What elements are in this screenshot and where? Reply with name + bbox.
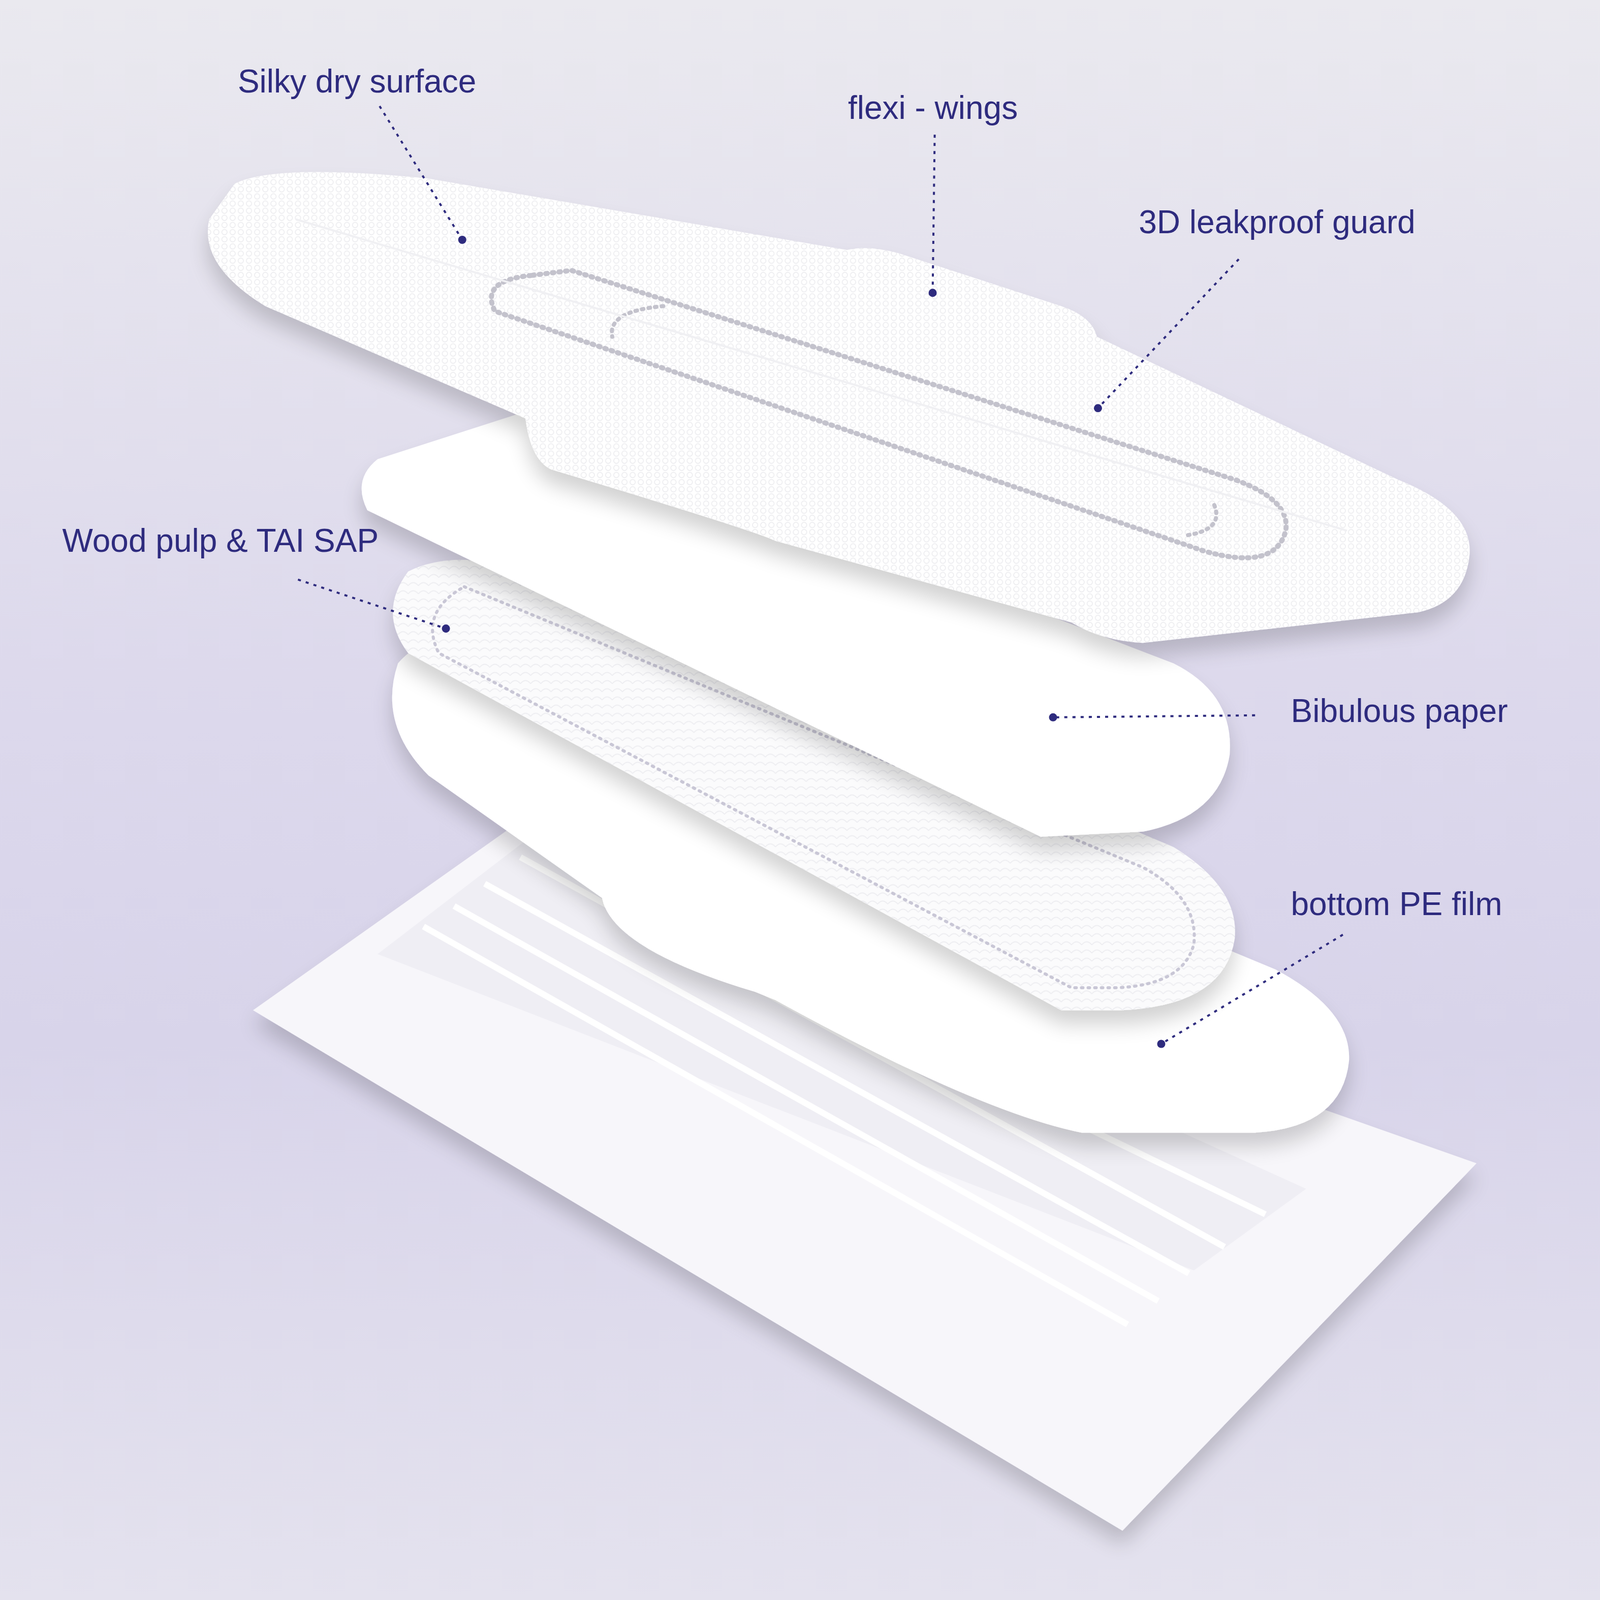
leader-lines xyxy=(297,106,1343,1045)
part-label: Silky dry surface xyxy=(237,61,477,102)
part-label: bottom PE film xyxy=(1290,884,1502,924)
part-label: Bibulous paper xyxy=(1290,691,1508,731)
part-label: flexi - wings xyxy=(848,88,1018,128)
top-sheet xyxy=(207,172,1470,644)
part-label: 3D leakproof guard xyxy=(1138,202,1416,242)
leader-dots xyxy=(442,235,1166,1049)
part-label: Wood pulp & TAI SAP xyxy=(62,521,380,561)
